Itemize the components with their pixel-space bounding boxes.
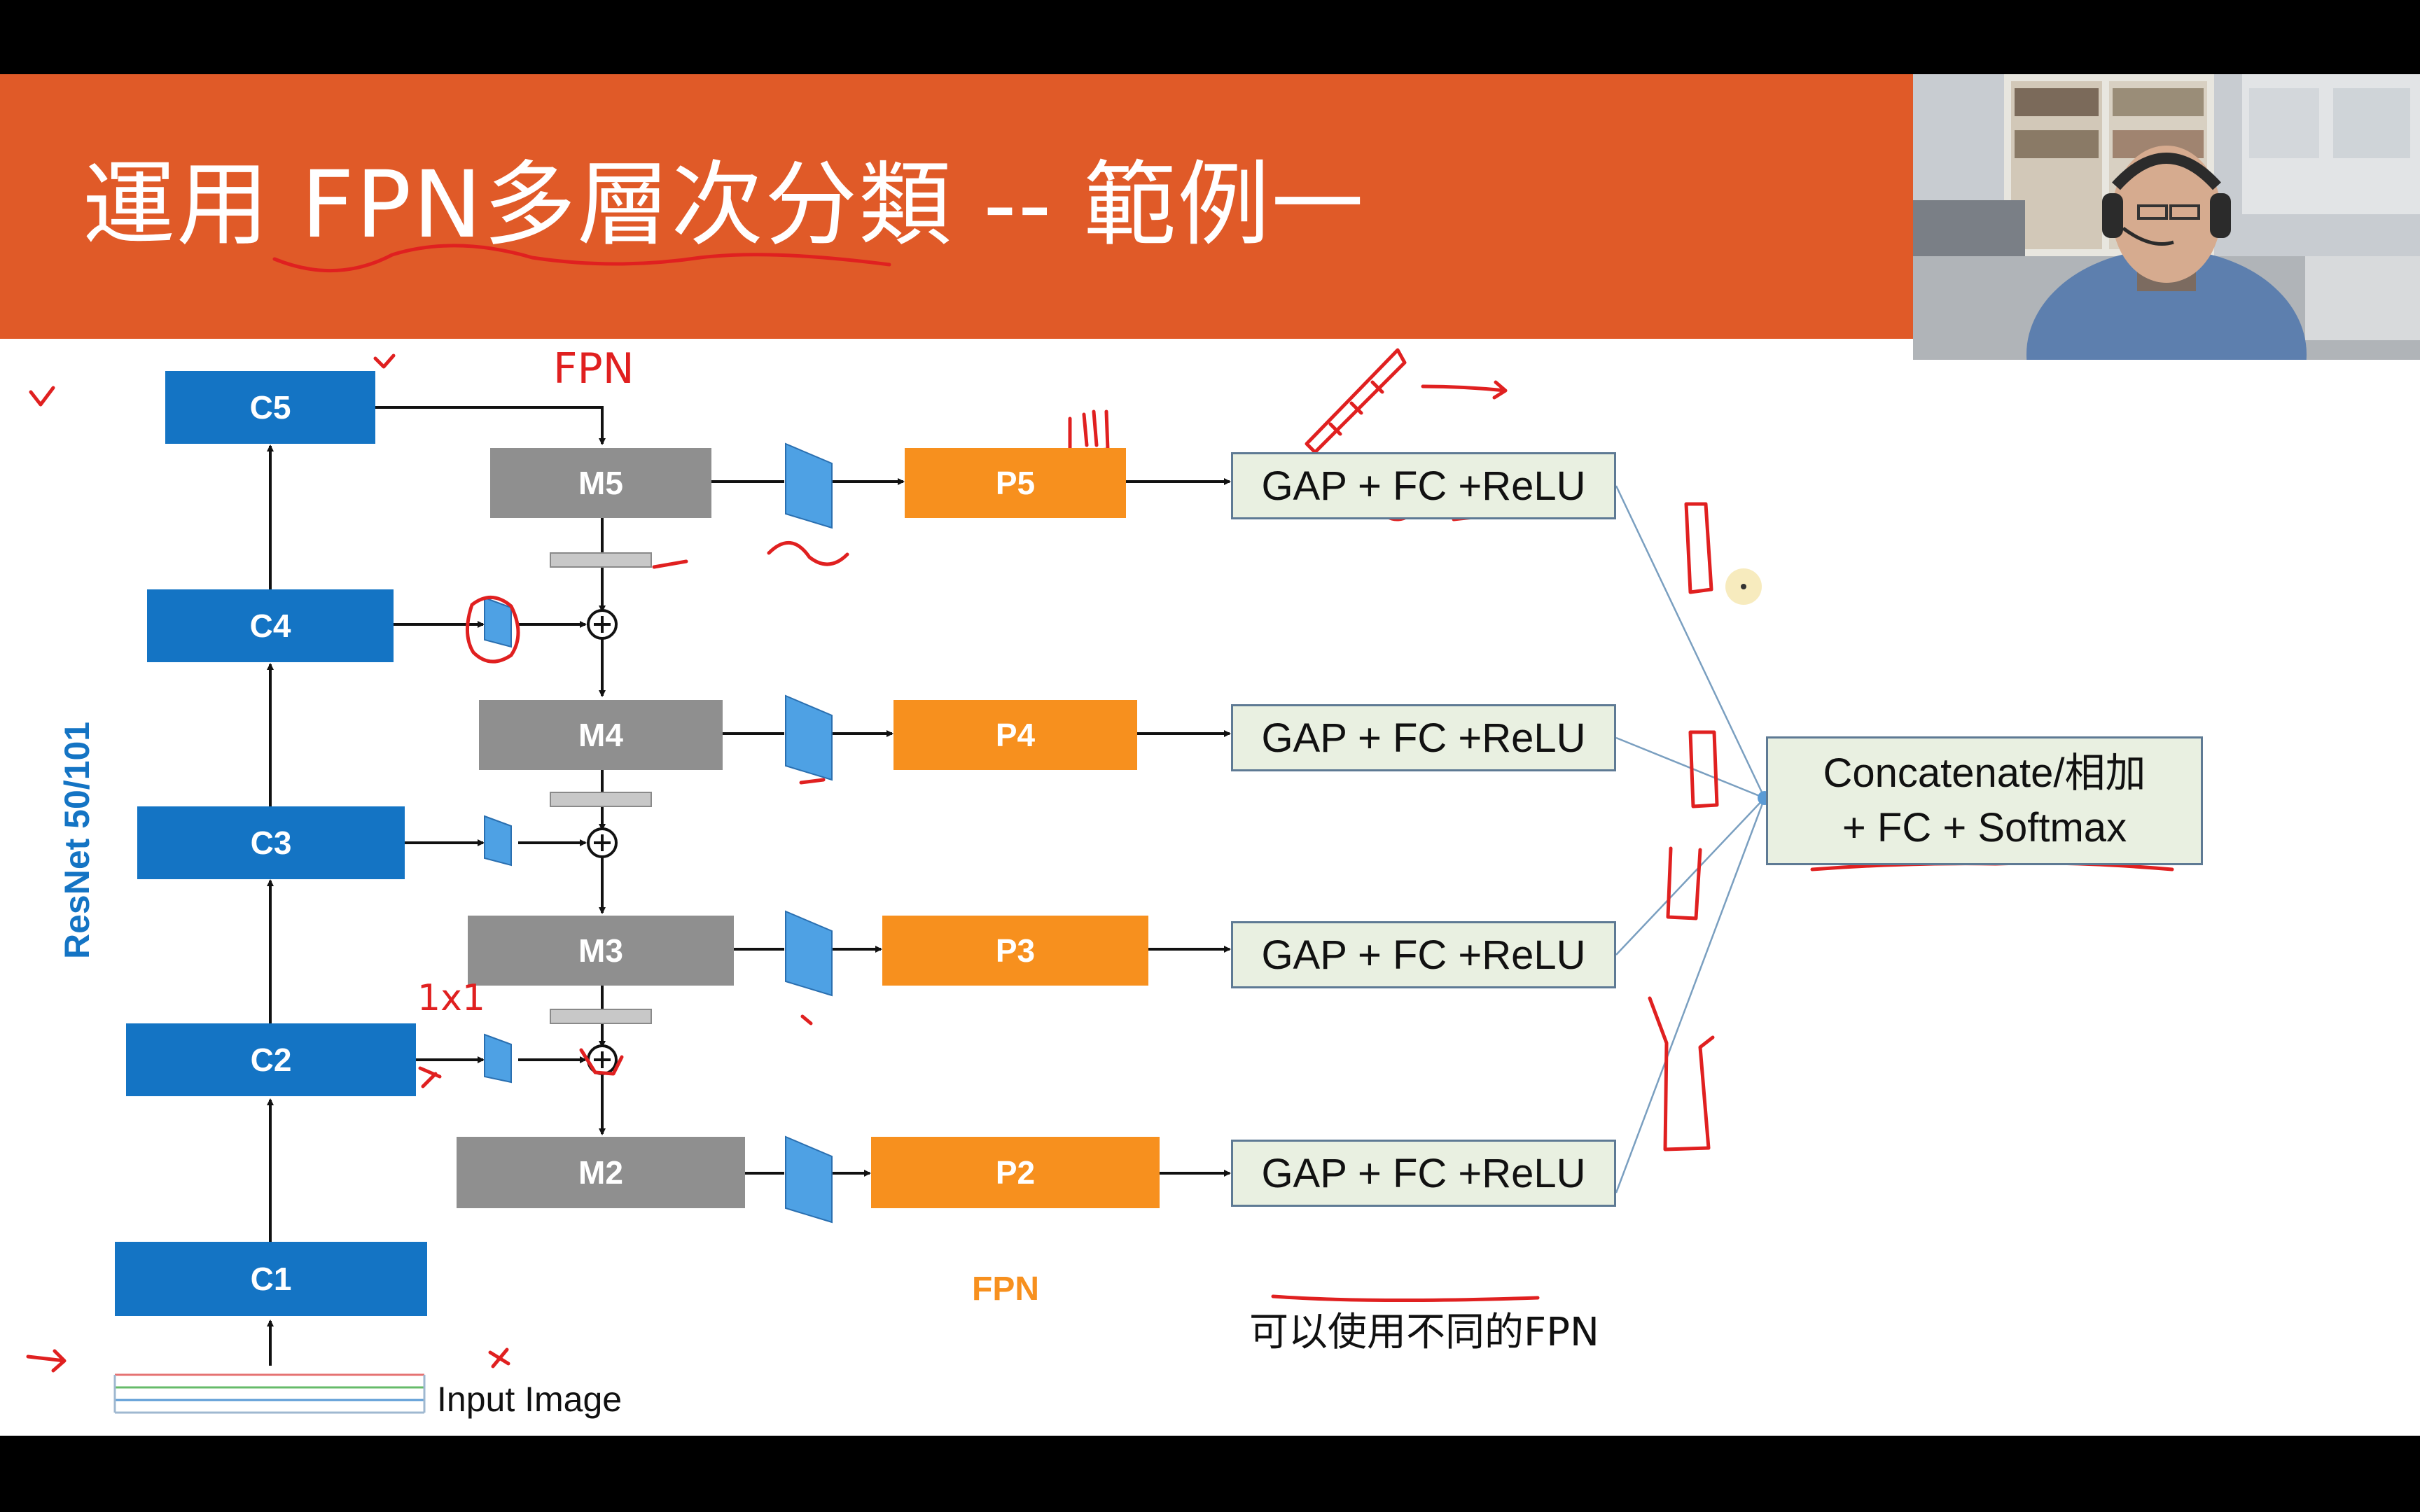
lateral-conv-2: [484, 1033, 512, 1084]
merge-m3: M3: [468, 916, 734, 986]
head-p3: GAP + FC +ReLU: [1231, 921, 1616, 988]
backbone-c2: C2: [126, 1023, 416, 1096]
pyramid-p2: P2: [871, 1137, 1160, 1208]
head-p2: GAP + FC +ReLU: [1231, 1140, 1616, 1207]
backbone-c5: C5: [165, 371, 375, 444]
concat-line1: Concatenate/相加: [1823, 750, 2146, 796]
pyramid-p3: P3: [882, 916, 1148, 986]
concat-line2: + FC + Softmax: [1842, 805, 2127, 850]
handwritten-1x1: 1x1: [417, 977, 485, 1019]
merge-m5: M5: [490, 448, 711, 518]
pyramid-p5: P5: [905, 448, 1126, 518]
presenter-image: [1913, 74, 2420, 360]
backbone-c3: C3: [137, 806, 405, 879]
merge-m4: M4: [479, 700, 723, 770]
backbone-label: ResNet 50/101: [57, 721, 97, 959]
webcam-video: [1913, 74, 2420, 360]
merge-m2: M2: [457, 1137, 745, 1208]
output-conv-2: [785, 1135, 833, 1224]
backbone-c1: C1: [115, 1242, 427, 1316]
head-p5: GAP + FC +ReLU: [1231, 452, 1616, 519]
slide-title: 運用 FPN多層次分類 -- 範例一: [83, 151, 1365, 259]
concat-box: Concatenate/相加 + FC + Softmax: [1766, 736, 2203, 865]
diagram-connectors: [26, 244, 2174, 1414]
output-conv-4: [785, 694, 833, 781]
output-conv-3: [785, 910, 833, 997]
handwritten-fpn: FPN: [553, 344, 634, 393]
lateral-conv-3: [484, 815, 512, 867]
pyramid-p4: P4: [893, 700, 1137, 770]
note-text: 可以使用不同的FPN: [1249, 1310, 1599, 1355]
fpn-label: FPN: [972, 1270, 1039, 1308]
lateral-conv-4: [484, 596, 512, 648]
output-conv-5: [785, 442, 833, 529]
input-image-label: Input Image: [437, 1380, 623, 1419]
head-p4: GAP + FC +ReLU: [1231, 704, 1616, 771]
backbone-c4: C4: [147, 589, 394, 662]
slide: 運用 FPN多層次分類 -- 範例一: [0, 74, 2420, 1436]
